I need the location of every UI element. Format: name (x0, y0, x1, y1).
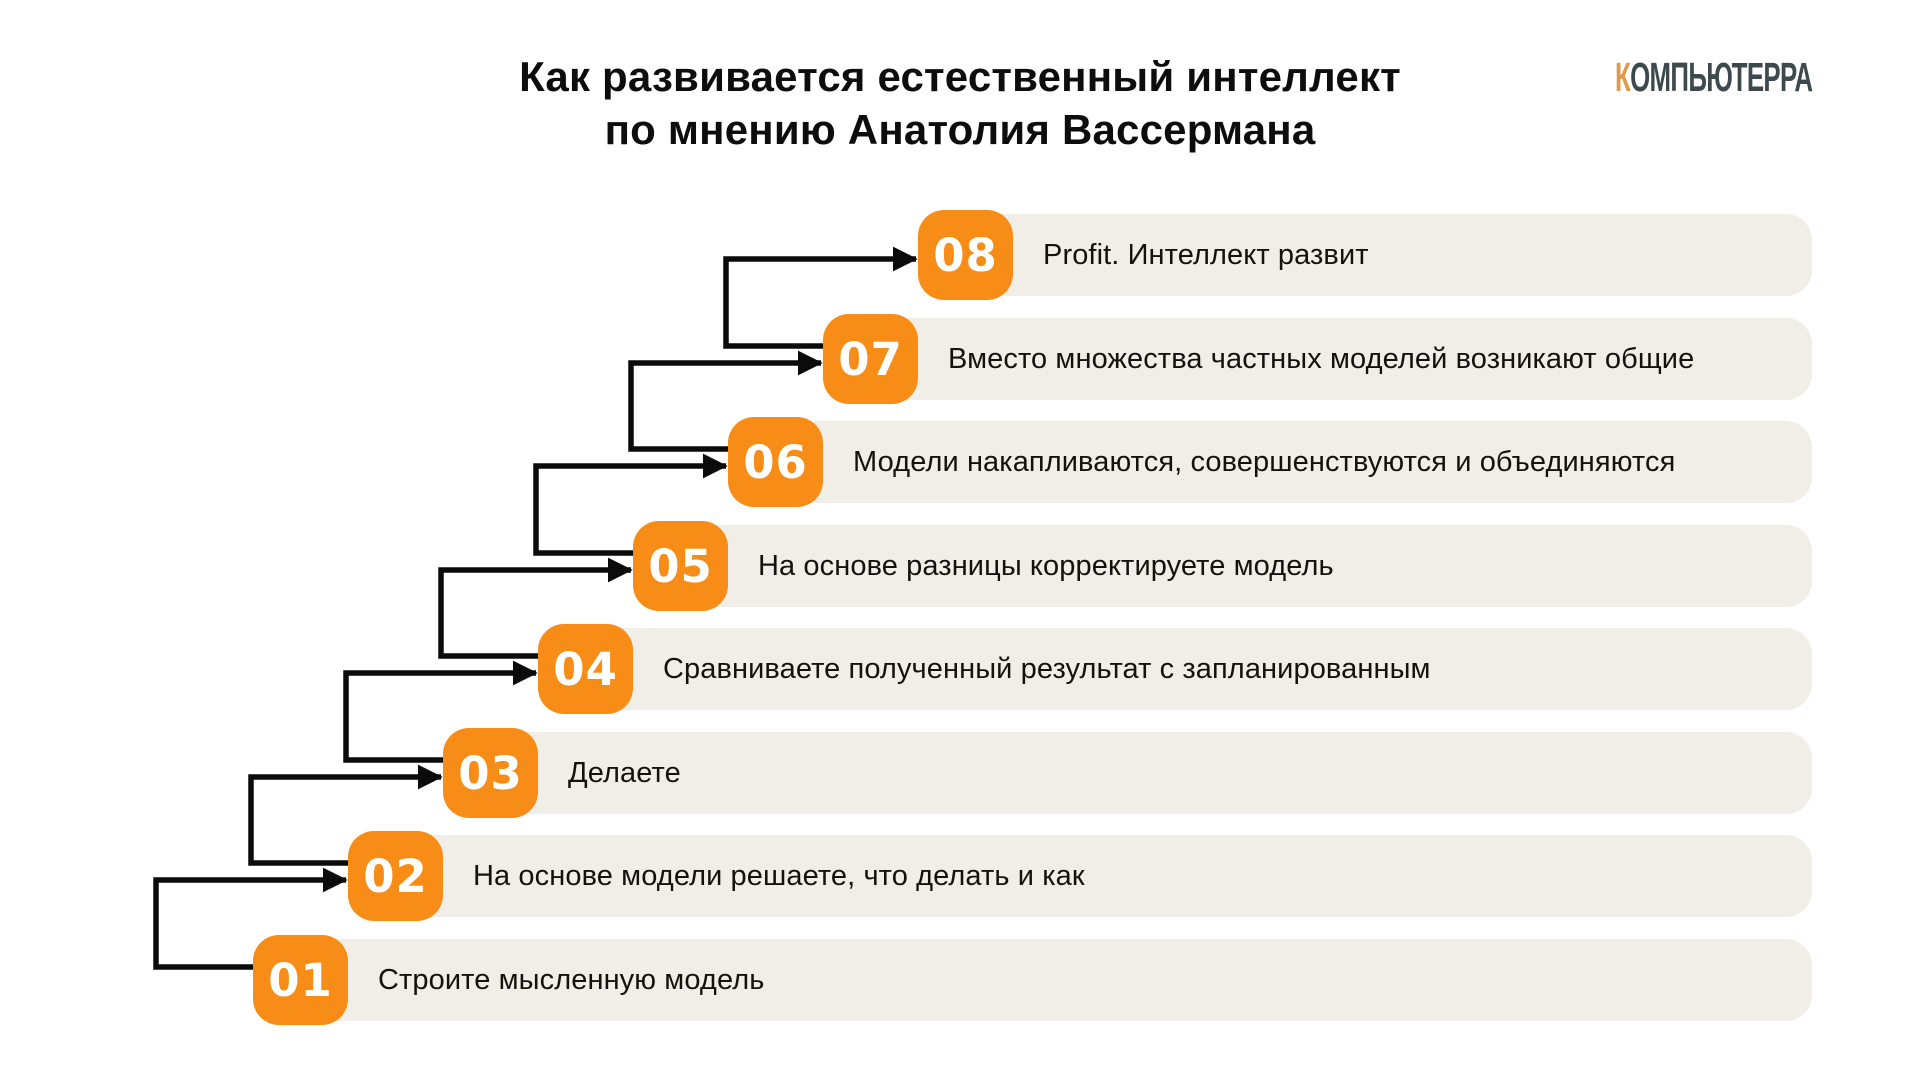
komputerra-logo: КОМПЬЮТЕРРА (1614, 54, 1813, 100)
step-number-badge: 06 (728, 417, 823, 507)
step-number-badge: 01 (253, 935, 348, 1025)
step-number-badge: 02 (348, 831, 443, 921)
step-bar (473, 732, 1812, 814)
step-label: Сравниваете полученный результат с запла… (663, 652, 1431, 685)
step-bar (663, 525, 1812, 607)
step-number-badge: 04 (538, 624, 633, 714)
step-row-07: 07 Вместо множества частных моделей возн… (0, 314, 1920, 404)
page-title-line1: Как развивается естественный интеллект (519, 53, 1401, 100)
step-row-04: 04 Сравниваете полученный результат с за… (0, 624, 1920, 714)
step-row-08: 08 Profit. Интеллект развит (0, 210, 1920, 300)
step-bar (758, 421, 1812, 503)
page-title: Как развивается естественный интеллект п… (0, 50, 1920, 156)
step-number-badge: 05 (633, 521, 728, 611)
step-label: Вместо множества частных моделей возника… (948, 342, 1695, 375)
step-row-03: 03 Делаете (0, 728, 1920, 818)
step-label: На основе модели решаете, что делать и к… (473, 859, 1085, 892)
step-bar (853, 318, 1812, 400)
step-label: Модели накапливаются, совершенствуются и… (853, 445, 1676, 478)
page-title-line2: по мнению Анатолия Вассермана (604, 106, 1316, 153)
step-row-05: 05 На основе разницы корректируете модел… (0, 521, 1920, 611)
step-bar (378, 835, 1812, 917)
step-label: Делаете (568, 756, 681, 789)
step-bar (283, 939, 1812, 1021)
logo-first-letter: К (1614, 54, 1631, 100)
step-row-02: 02 На основе модели решаете, что делать … (0, 831, 1920, 921)
logo-rest: ОМПЬЮТЕРРА (1629, 54, 1813, 100)
step-bar (948, 214, 1812, 296)
step-number-badge: 03 (443, 728, 538, 818)
step-row-06: 06 Модели накапливаются, совершенствуютс… (0, 417, 1920, 507)
step-number-badge: 08 (918, 210, 1013, 300)
step-row-01: 01 Строите мысленную модель (0, 935, 1920, 1025)
step-label: На основе разницы корректируете модель (758, 549, 1334, 582)
step-label: Строите мысленную модель (378, 963, 765, 996)
step-bar (568, 628, 1812, 710)
step-number-badge: 07 (823, 314, 918, 404)
step-label: Profit. Интеллект развит (1043, 238, 1369, 271)
